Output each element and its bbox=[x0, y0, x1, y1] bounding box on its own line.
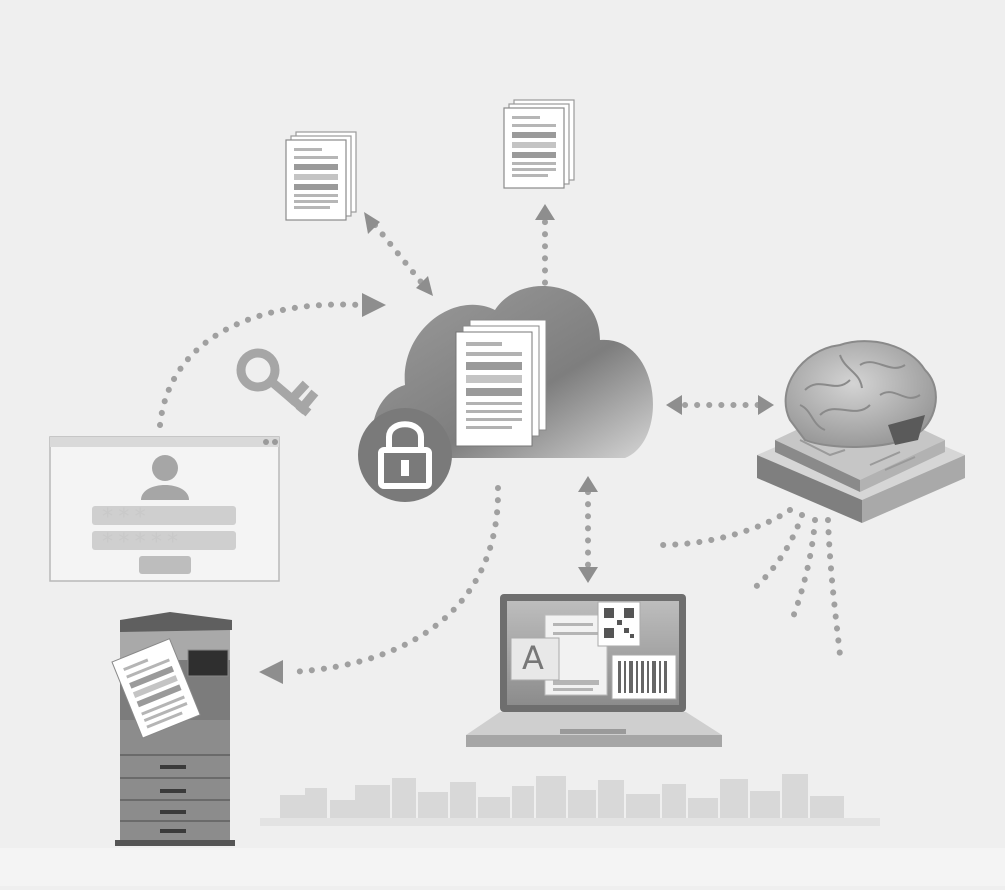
login-window bbox=[49, 436, 280, 582]
brain-ray-4 bbox=[825, 517, 843, 658]
brain-ray-3 bbox=[787, 517, 818, 628]
connection-arrows bbox=[157, 219, 843, 675]
brain-ray-1 bbox=[657, 507, 793, 548]
arrow-login-to-cloud bbox=[157, 301, 363, 428]
cloud-icon bbox=[372, 286, 653, 458]
font-glyph-icon: A bbox=[522, 639, 544, 677]
login-submit-button bbox=[139, 556, 191, 574]
floor bbox=[0, 848, 1005, 886]
username-field bbox=[92, 506, 236, 525]
username-mask: *** bbox=[101, 505, 150, 530]
padlock-icon bbox=[358, 408, 452, 502]
password-mask: ***** bbox=[101, 530, 183, 555]
qr-code-icon bbox=[597, 601, 641, 647]
ai-brain-chip-icon bbox=[757, 340, 965, 523]
city-skyline-icon bbox=[260, 774, 880, 826]
arrow-cloud-to-printer bbox=[287, 485, 502, 675]
multifunction-printer-icon bbox=[111, 612, 235, 846]
arrow-heads bbox=[259, 204, 774, 684]
arrow-doc1-cloud bbox=[372, 222, 428, 290]
brain-ray-2 bbox=[747, 512, 805, 595]
password-field bbox=[92, 531, 236, 550]
user-avatar-icon bbox=[141, 455, 189, 500]
laptop-icon bbox=[466, 594, 722, 747]
barcode-icon bbox=[611, 654, 677, 700]
document-stack-icon bbox=[503, 99, 575, 189]
key-icon bbox=[236, 348, 319, 417]
document-stack-icon bbox=[285, 131, 357, 221]
